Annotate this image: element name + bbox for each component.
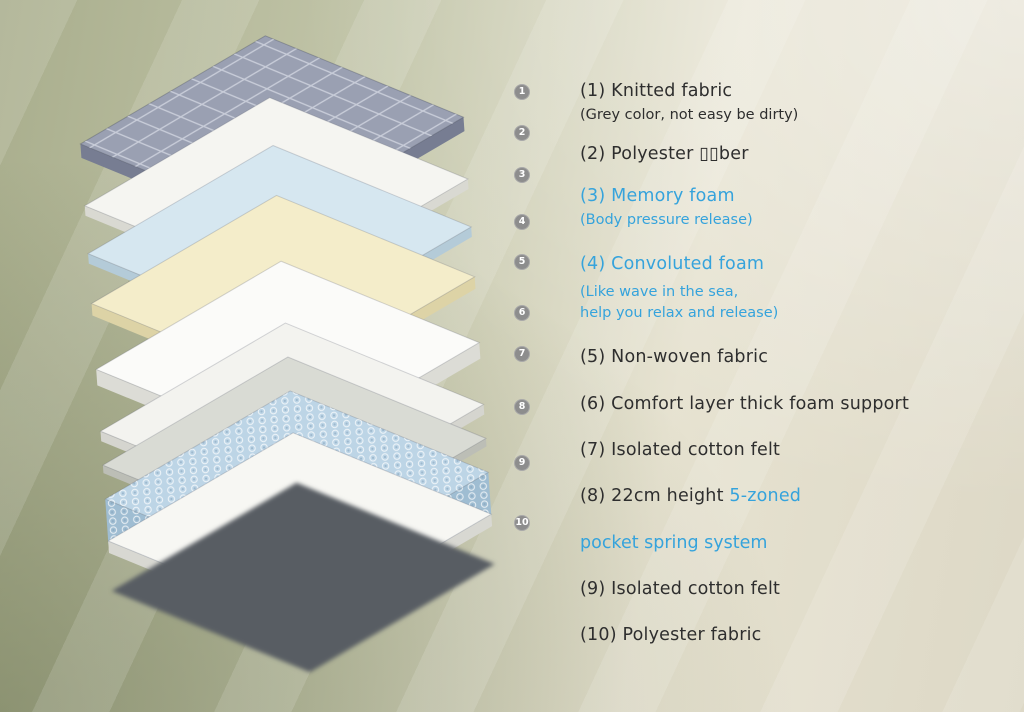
layer-marker-6: 6 bbox=[514, 305, 530, 321]
legend-item-2: (2) Polyester ▯▯ber bbox=[580, 143, 749, 166]
layer-marker-2: 2 bbox=[514, 125, 530, 141]
legend-item-6: (6) Comfort layer thick foam support bbox=[580, 393, 909, 416]
legend-item-3: (3) Memory foam (Body pressure release) bbox=[580, 185, 753, 231]
legend-item-4-sub-line2: help you relax and release) bbox=[580, 305, 779, 321]
legend-item-8-title: (8) 22cm height 5-zoned bbox=[580, 485, 801, 508]
legend-item-5: (5) Non-woven fabric bbox=[580, 346, 768, 369]
legend-item-2-title: (2) Polyester ▯▯ber bbox=[580, 144, 749, 164]
layer-marker-1: 1 bbox=[514, 84, 530, 100]
layer-marker-8: 8 bbox=[514, 399, 530, 415]
layer-stack bbox=[79, 35, 495, 673]
layer-marker-3: 3 bbox=[514, 167, 530, 183]
layer-marker-10: 10 bbox=[514, 515, 530, 531]
legend-item-1: (1) Knitted fabric (Grey color, not easy… bbox=[580, 80, 798, 126]
legend-item-8-title-blue: 5-zoned bbox=[729, 486, 802, 506]
legend-item-9: (9) Isolated cotton felt bbox=[580, 578, 780, 601]
layer-marker-7: 7 bbox=[514, 346, 530, 362]
legend-item-10-title: (10) Polyester fabric bbox=[580, 625, 762, 645]
legend-item-9-title: (9) Isolated cotton felt bbox=[580, 579, 781, 599]
layer-marker-5: 5 bbox=[514, 254, 530, 270]
legend-item-8-line2: pocket spring system bbox=[580, 533, 768, 553]
legend-item-6-title: (6) Comfort layer thick foam support bbox=[580, 394, 910, 414]
legend-item-5-title: (5) Non-woven fabric bbox=[580, 347, 769, 367]
legend-item-3-sub: (Body pressure release) bbox=[580, 212, 753, 228]
legend-item-7-title: (7) Isolated cotton felt bbox=[580, 440, 781, 460]
layer-marker-9: 9 bbox=[514, 455, 530, 471]
layer-polyester-fabric bbox=[111, 482, 495, 673]
legend-item-10: (10) Polyester fabric bbox=[580, 624, 761, 647]
legend-item-3-title: (3) Memory foam bbox=[580, 186, 735, 206]
legend-item-4-title: (4) Convoluted foam bbox=[580, 254, 765, 274]
legend-item-8: (8) 22cm height 5-zoned pocket spring sy… bbox=[580, 485, 801, 555]
legend-item-4: (4) Convoluted foam (Like wave in the se… bbox=[580, 253, 778, 324]
legend-item-4-sub-line1: (Like wave in the sea, bbox=[580, 284, 739, 300]
layer-marker-4: 4 bbox=[514, 214, 530, 230]
legend-item-1-sub: (Grey color, not easy be dirty) bbox=[580, 107, 799, 123]
legend-item-7: (7) Isolated cotton felt bbox=[580, 439, 780, 462]
legend-item-1-title: (1) Knitted fabric bbox=[580, 81, 733, 101]
legend-item-8-title-dark: (8) 22cm height bbox=[580, 486, 730, 506]
legend-item-4-sub: (Like wave in the sea, help you relax an… bbox=[580, 282, 778, 324]
